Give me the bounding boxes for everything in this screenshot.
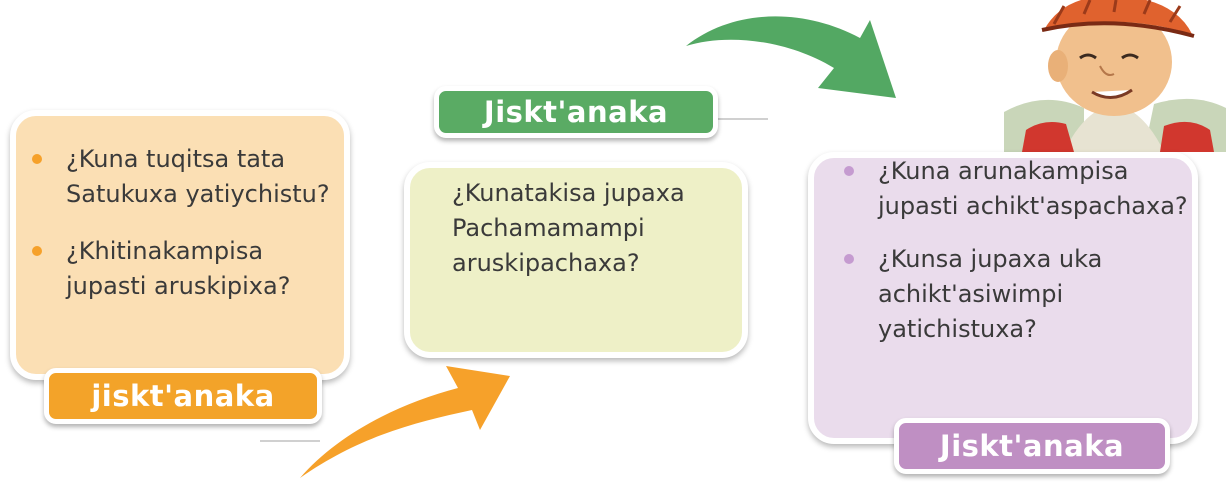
question-text: ¿Kuna tuqitsa tata Satukuxa yatiychistu? xyxy=(66,145,330,208)
questions-card-middle xyxy=(404,162,748,358)
orange-curved-arrow-icon xyxy=(300,366,510,478)
divider-line xyxy=(718,118,768,120)
bullet-icon xyxy=(844,254,854,264)
question-text: ¿Kunsa jupaxa uka achikt'asiwimpi yatich… xyxy=(878,245,1103,343)
questions-list-left: ¿Kuna tuqitsa tata Satukuxa yatiychistu?… xyxy=(26,142,346,326)
divider-line xyxy=(260,440,320,442)
boy-illustration xyxy=(1004,0,1226,152)
tag-label-left: jiskt'anaka xyxy=(44,368,322,424)
bullet-icon xyxy=(844,166,854,176)
bullet-icon xyxy=(32,154,42,164)
questions-card-right xyxy=(808,152,1198,444)
list-item: ¿Kuna tuqitsa tata Satukuxa yatiychistu? xyxy=(26,142,346,212)
list-item: ¿Khitinakampisa jupasti aruskipixa? xyxy=(26,234,346,304)
questions-card-left xyxy=(10,110,350,380)
question-text-middle: ¿Kunatakisa jupaxa Pachamamampi aruskipa… xyxy=(452,179,685,277)
bullet-icon xyxy=(32,246,42,256)
list-item: ¿Kuna arunakampisa jupasti achikt'aspach… xyxy=(838,154,1188,224)
tag-label-right: Jiskt'anaka xyxy=(894,418,1170,474)
questions-list-right: ¿Kuna arunakampisa jupasti achikt'aspach… xyxy=(838,154,1188,365)
list-item: ¿Kunsa jupaxa uka achikt'asiwimpi yatich… xyxy=(838,242,1188,347)
green-curved-arrow-icon xyxy=(686,16,896,98)
question-text: ¿Khitinakampisa jupasti aruskipixa? xyxy=(66,237,291,300)
question-text: ¿Kuna arunakampisa jupasti achikt'aspach… xyxy=(878,157,1188,220)
tag-label-middle: Jiskt'anaka xyxy=(434,86,718,138)
